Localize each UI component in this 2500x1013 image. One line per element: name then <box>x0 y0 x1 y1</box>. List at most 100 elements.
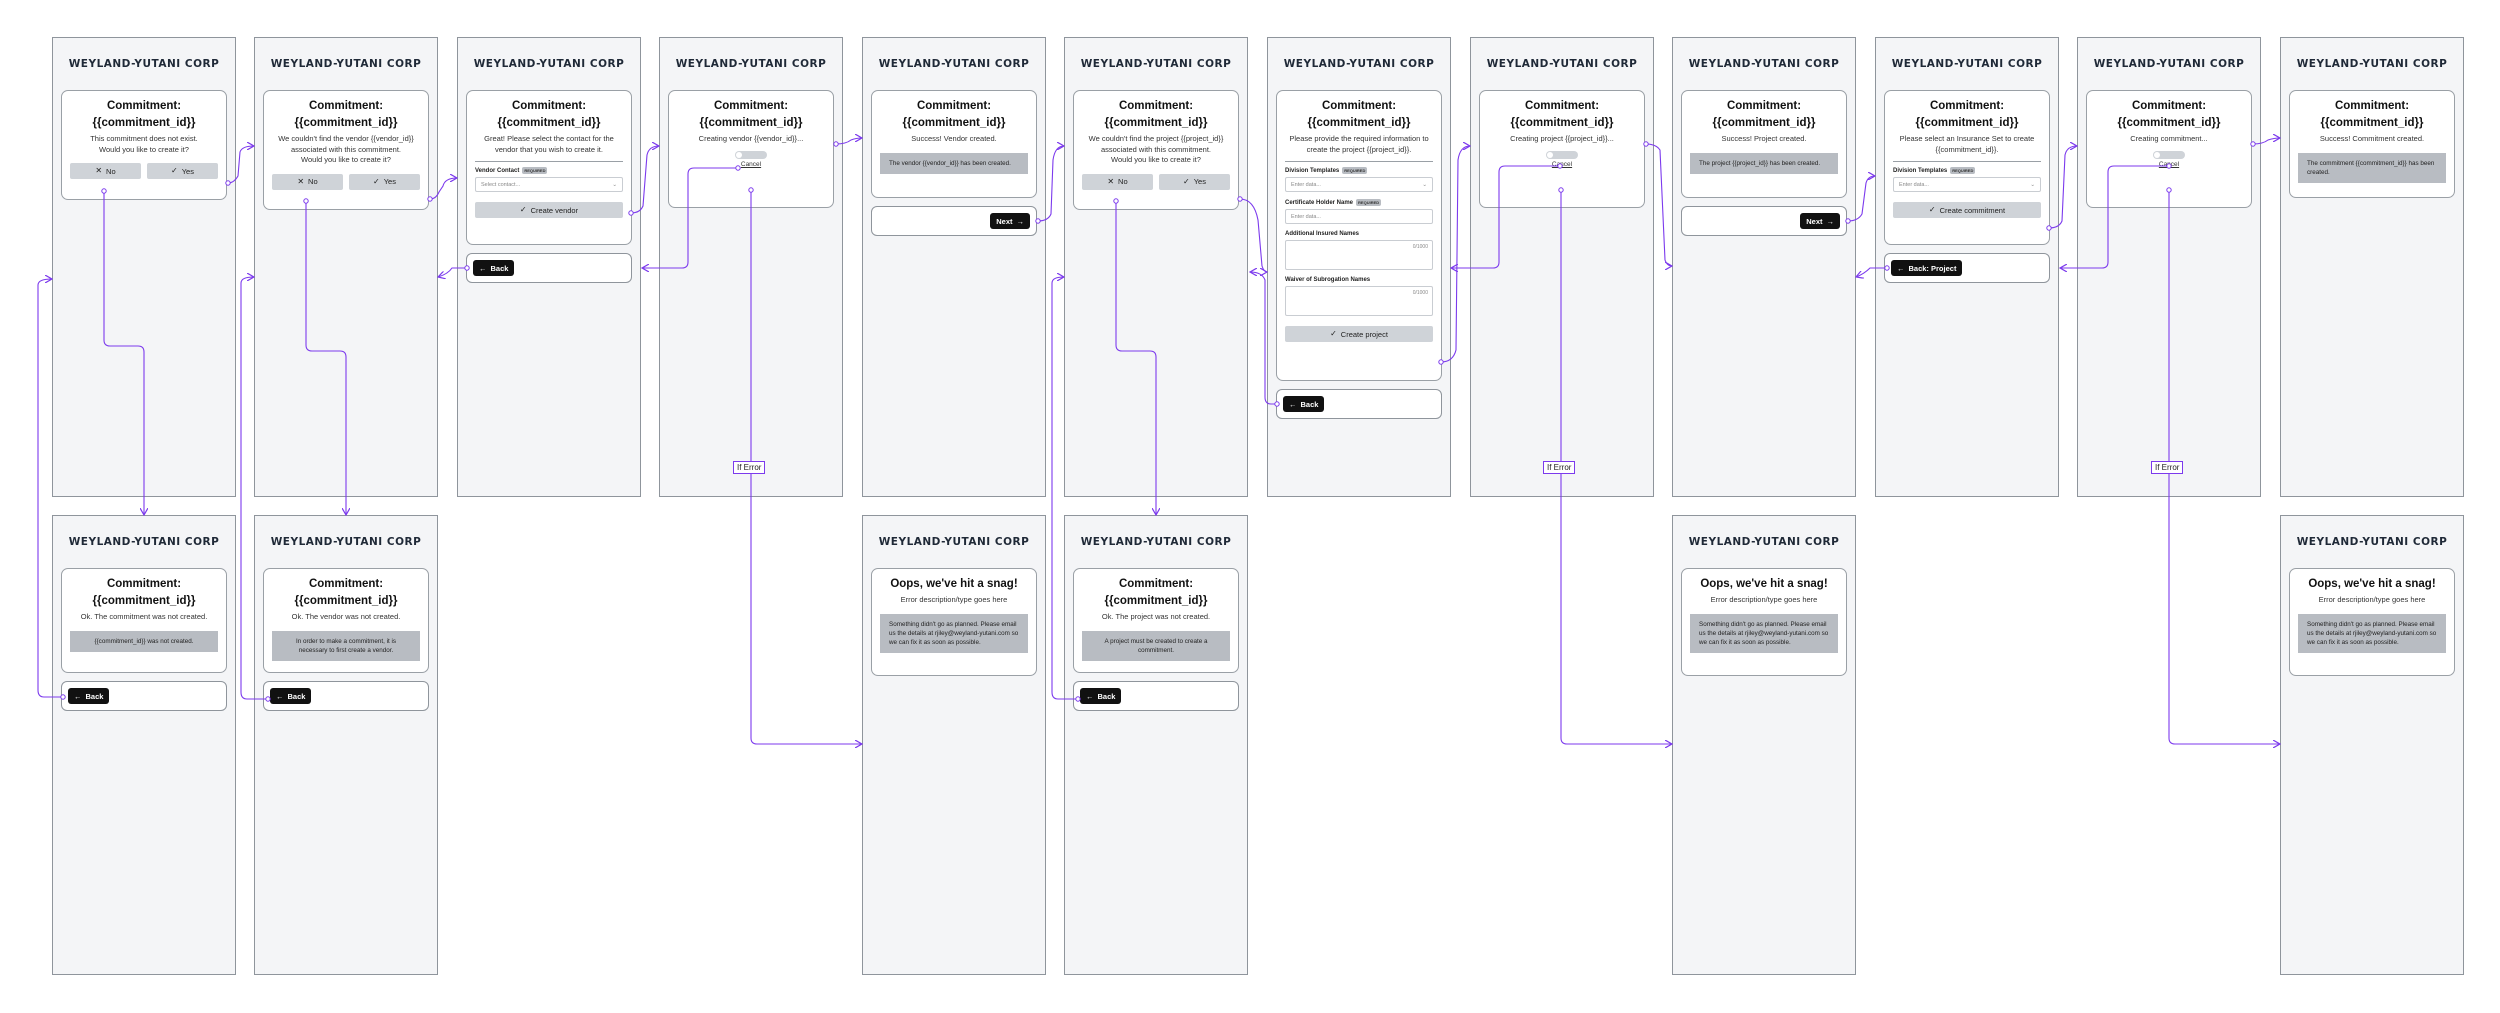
no-button[interactable]: ✕No <box>70 163 141 179</box>
message: Ok. The commitment was not created. <box>80 612 208 621</box>
brand-logo: WEYLAND-YUTANI CORP <box>2093 58 2245 70</box>
error-title: Oops, we've hit a snag! <box>890 578 1018 590</box>
result-card: Commitment: {{commitment_id}} Ok. The ve… <box>263 568 429 673</box>
screen-project-created: WEYLAND-YUTANI CORP Commitment: {{commit… <box>1672 37 1856 497</box>
screen-creating-vendor: WEYLAND-YUTANI CORP Commitment: {{commit… <box>659 37 843 497</box>
loading-indicator <box>2153 150 2185 159</box>
message: Creating project {{project_id}}... <box>1510 134 1614 143</box>
brand-logo: WEYLAND-YUTANI CORP <box>473 58 625 70</box>
field-label: Waiver of Subrogation Names <box>1285 277 1371 283</box>
screen-error-project: WEYLAND-YUTANI CORP Oops, we've hit a sn… <box>1672 515 1856 975</box>
cancel-link[interactable]: Cancel <box>2158 160 2180 168</box>
next-button[interactable]: Next→ <box>1800 213 1840 229</box>
card-title: Commitment: <box>1118 578 1194 590</box>
certificate-holder-input[interactable]: Enter data... <box>1285 209 1433 224</box>
card-id: {{commitment_id}} <box>2117 117 2221 129</box>
if-error-label: If Error <box>733 461 766 474</box>
cancel-link[interactable]: Cancel <box>1551 160 1573 168</box>
yes-button[interactable]: ✓Yes <box>1159 173 1230 190</box>
screen-create-project-form: WEYLAND-YUTANI CORP Commitment: {{commit… <box>1267 37 1451 497</box>
chevron-down-icon: ⌄ <box>612 181 617 188</box>
divider <box>1285 161 1433 162</box>
back-project-button[interactable]: ←Back: Project <box>1891 260 1963 276</box>
support-email-link[interactable]: rjiley@weyland-yutani.com <box>2352 629 2428 637</box>
back-button[interactable]: ←Back <box>270 688 312 704</box>
arrow-right-icon: → <box>1016 216 1025 226</box>
additional-insured-textarea[interactable]: 0/1000 <box>1285 240 1433 270</box>
nav-card: ←Back <box>61 681 227 711</box>
arrow-left-icon: ← <box>1897 263 1905 273</box>
insurance-set-select[interactable]: Enter data...⌄ <box>1893 177 2041 192</box>
waiver-subrogation-textarea[interactable]: 0/1000 <box>1285 286 1433 316</box>
brand-logo: WEYLAND-YUTANI CORP <box>1891 58 2043 70</box>
prompt-card: Commitment: {{commitment_id}} This commi… <box>61 90 227 200</box>
nav-card: ←Back: Project <box>1884 253 2050 283</box>
card-id: {{commitment_id}} <box>294 117 398 129</box>
brand-logo: WEYLAND-YUTANI CORP <box>878 58 1030 70</box>
screen-error-vendor: WEYLAND-YUTANI CORP Oops, we've hit a sn… <box>862 515 1046 975</box>
back-button[interactable]: ←Back <box>68 688 110 704</box>
card-id: {{commitment_id}} <box>294 595 398 607</box>
no-button[interactable]: ✕No <box>1082 173 1153 190</box>
next-button[interactable]: Next→ <box>990 213 1030 229</box>
nav-card: Next→ <box>1681 206 1847 236</box>
chevron-down-icon: ⌄ <box>1422 181 1427 188</box>
message: Success! Vendor created. <box>911 134 997 143</box>
check-icon: ✓ <box>1330 329 1337 338</box>
field-label: Additional Insured Names <box>1285 231 1360 237</box>
no-button[interactable]: ✕No <box>272 173 343 190</box>
brand-logo: WEYLAND-YUTANI CORP <box>1688 58 1840 70</box>
card-title: Commitment: <box>916 100 992 112</box>
yes-button[interactable]: ✓Yes <box>349 173 420 190</box>
screen-creating-commitment: WEYLAND-YUTANI CORP Commitment: {{commit… <box>2077 37 2261 497</box>
back-button[interactable]: ←Back <box>473 260 515 276</box>
divider <box>1893 161 2041 162</box>
x-icon: ✕ <box>1107 176 1115 186</box>
screen-vendor-created: WEYLAND-YUTANI CORP Commitment: {{commit… <box>862 37 1046 497</box>
create-project-button[interactable]: ✓Create project <box>1285 326 1433 342</box>
vendor-contact-select[interactable]: Select contact...⌄ <box>475 177 623 192</box>
char-counter: 0/1000 <box>1412 244 1428 250</box>
brand-logo: WEYLAND-YUTANI CORP <box>68 536 220 548</box>
form-card: Commitment: {{commitment_id}} Great! Ple… <box>466 90 632 245</box>
card-id: {{commitment_id}} <box>1104 595 1208 607</box>
card-title: Commitment: <box>511 100 587 112</box>
brand-logo: WEYLAND-YUTANI CORP <box>1688 536 1840 548</box>
message: Ok. The project was not created. <box>1101 612 1211 621</box>
success-card: Commitment: {{commitment_id}} Success! V… <box>871 90 1037 198</box>
screen-project-not-found: WEYLAND-YUTANI CORP Commitment: {{commit… <box>1064 37 1248 497</box>
brand-logo: WEYLAND-YUTANI CORP <box>878 536 1030 548</box>
char-counter: 0/1000 <box>1412 290 1428 296</box>
division-templates-select[interactable]: Enter data...⌄ <box>1285 177 1433 192</box>
card-id: {{commitment_id}} <box>2320 117 2424 129</box>
create-vendor-button[interactable]: ✓Create vendor <box>475 202 623 218</box>
card-id: {{commitment_id}} <box>699 117 803 129</box>
message: We couldn't find the vendor {{vendor_id}… <box>278 134 414 164</box>
card-id: {{commitment_id}} <box>497 117 601 129</box>
back-button[interactable]: ←Back <box>1283 396 1325 412</box>
screen-vendor-not-found: WEYLAND-YUTANI CORP Commitment: {{commit… <box>254 37 438 497</box>
chevron-down-icon: ⌄ <box>2030 181 2035 188</box>
result-card: Commitment: {{commitment_id}} Ok. The co… <box>61 568 227 673</box>
card-id: {{commitment_id}} <box>1510 117 1614 129</box>
cancel-link[interactable]: Cancel <box>740 160 762 168</box>
yes-button[interactable]: ✓Yes <box>147 163 218 179</box>
x-icon: ✕ <box>297 176 305 186</box>
brand-logo: WEYLAND-YUTANI CORP <box>1486 58 1638 70</box>
error-title: Oops, we've hit a snag! <box>2308 578 2436 590</box>
loading-indicator <box>1546 150 1578 159</box>
card-id: {{commitment_id}} <box>1307 117 1411 129</box>
brand-logo: WEYLAND-YUTANI CORP <box>2296 536 2448 548</box>
success-card: Commitment: {{commitment_id}} Success! C… <box>2289 90 2455 198</box>
required-badge: REQUIRED <box>1356 199 1382 206</box>
create-commitment-button[interactable]: ✓Create commitment <box>1893 202 2041 218</box>
support-email-link[interactable]: rjiley@weyland-yutani.com <box>1744 629 1820 637</box>
check-icon: ✓ <box>519 205 527 214</box>
check-icon: ✓ <box>1928 205 1936 214</box>
support-email-link[interactable]: rjiley@weyland-yutani.com <box>934 629 1010 637</box>
screen-commitment-not-created: WEYLAND-YUTANI CORP Commitment: {{commit… <box>52 515 236 975</box>
back-button[interactable]: ←Back <box>1080 688 1122 704</box>
nav-card: ←Back <box>1276 389 1442 419</box>
